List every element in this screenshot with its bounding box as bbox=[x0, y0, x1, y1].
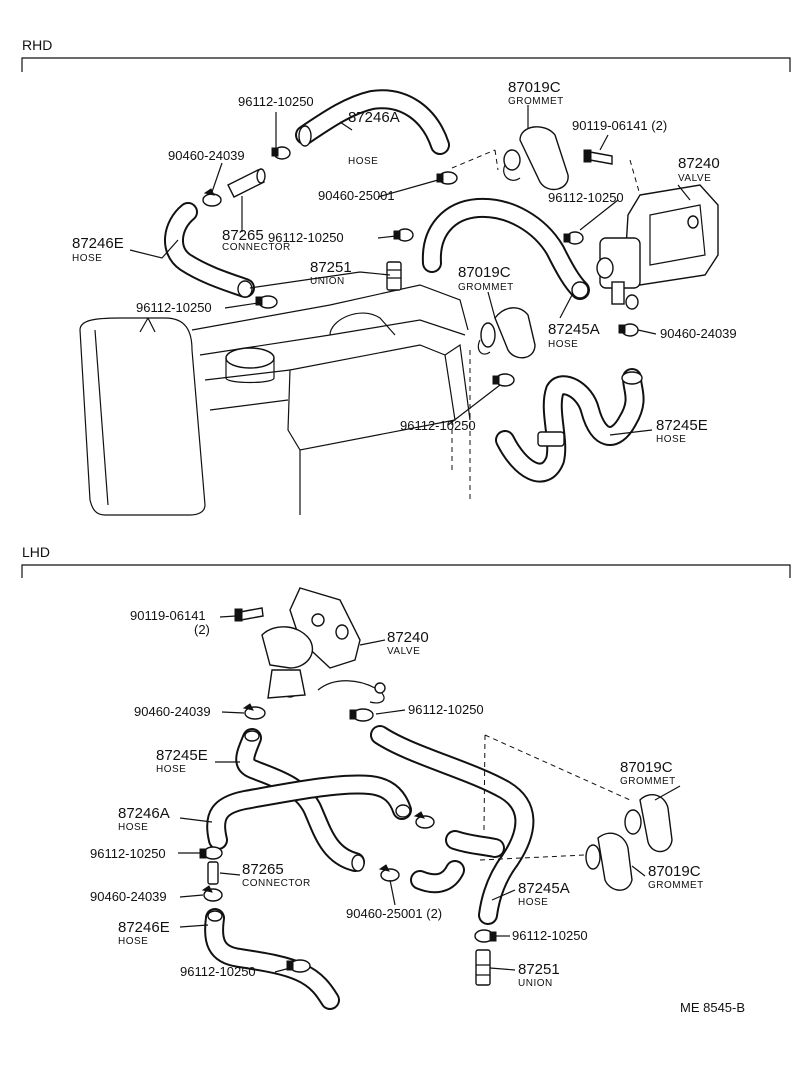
lhd-label-grommet-bot-num: 87019C bbox=[648, 863, 701, 880]
lhd-label-bolt: 90119-06141 bbox=[130, 608, 206, 623]
rhd-label-clamp-mid: 96112-10250 bbox=[268, 230, 344, 245]
lhd-label-87246a-name: HOSE bbox=[118, 822, 148, 833]
lhd-label-clamp-90460-25001: 90460-25001 (2) bbox=[346, 906, 442, 921]
rhd-clamp-96112-top bbox=[271, 146, 291, 160]
rhd-label-grommet-mid-num: 87019C bbox=[458, 264, 511, 281]
lhd-label-87245a-name: HOSE bbox=[518, 897, 548, 908]
lhd-leader-lines bbox=[178, 615, 681, 973]
rhd-label-clamp-valve-right: 90460-24039 bbox=[660, 326, 737, 341]
lhd-label-clamp-96112-top: 96112-10250 bbox=[408, 702, 484, 717]
rhd-grommet-mid bbox=[477, 307, 536, 359]
lhd-hose-87246a bbox=[206, 774, 412, 850]
rhd-hose-87246e bbox=[164, 202, 255, 298]
lhd-hose-87246e bbox=[204, 908, 340, 1010]
rhd-clamp-90460-24039 bbox=[202, 188, 222, 207]
lhd-clamp-96112-mid bbox=[199, 846, 223, 860]
lhd-label-87245a-num: 87245A bbox=[518, 880, 570, 897]
lhd-label-union-name: UNION bbox=[518, 978, 553, 989]
rhd-hose-87245a bbox=[421, 197, 590, 300]
rhd-label-clamp-90460-25001: 90460-25001 bbox=[318, 188, 395, 203]
rhd-label-87245a-num: 87245A bbox=[548, 321, 600, 338]
lhd-valve-87240 bbox=[261, 587, 386, 704]
rhd-label-bolt: 90119-06141 (2) bbox=[572, 118, 667, 133]
rhd-clamp-96112-bottom bbox=[492, 373, 515, 387]
lhd-section-title: LHD bbox=[22, 544, 50, 560]
lhd-section-bracket bbox=[21, 564, 791, 578]
rhd-label-clamp-valve: 96112-10250 bbox=[548, 190, 624, 205]
rhd-label-connector-num: 87265 bbox=[222, 227, 264, 244]
rhd-label-grommet-mid-name: GROMMET bbox=[458, 282, 514, 293]
rhd-label-union-name: UNION bbox=[310, 276, 345, 287]
lhd-label-87245e-name: HOSE bbox=[156, 764, 186, 775]
lhd-label-connector-num: 87265 bbox=[242, 861, 284, 878]
engine-block-illustration bbox=[79, 284, 471, 516]
rhd-label-clamp-bottom: 96112-10250 bbox=[400, 418, 476, 433]
rhd-union-87251 bbox=[386, 261, 402, 291]
lhd-bolt-90119 bbox=[234, 607, 264, 622]
rhd-hose-87245e bbox=[495, 368, 645, 483]
rhd-label-87246e-name: HOSE bbox=[72, 253, 102, 264]
rhd-connector-87265 bbox=[227, 168, 266, 198]
rhd-section-title: RHD bbox=[22, 37, 52, 53]
lhd-label-valve-name: VALVE bbox=[387, 646, 420, 657]
lhd-label-clamp-96112-bot: 96112-10250 bbox=[180, 964, 256, 979]
lhd-label-valve-num: 87240 bbox=[387, 629, 429, 646]
lhd-label-grommet-top-name: GROMMET bbox=[620, 776, 676, 787]
lhd-label-87245e-num: 87245E bbox=[156, 747, 208, 764]
lhd-clamp-90460-25001 bbox=[378, 811, 435, 882]
rhd-bolt-90119 bbox=[583, 149, 613, 165]
rhd-label-clamp-90460-24039: 90460-24039 bbox=[168, 148, 245, 163]
rhd-label-87245e-num: 87245E bbox=[656, 417, 708, 434]
lhd-label-87246e-num: 87246E bbox=[118, 919, 170, 936]
lhd-label-bolt-qty: (2) bbox=[194, 622, 210, 637]
rhd-label-87246a-num: 87246A bbox=[348, 109, 400, 126]
lhd-label-87246e-name: HOSE bbox=[118, 936, 148, 947]
lhd-clamp-96112-bot bbox=[474, 929, 497, 943]
lhd-label-grommet-bot-name: GROMMET bbox=[648, 880, 704, 891]
rhd-leader-lines bbox=[129, 105, 691, 500]
rhd-label-87246e-num: 87246E bbox=[72, 235, 124, 252]
lhd-clamp-90460-24039-bot bbox=[201, 885, 223, 902]
rhd-label-grommet-top-num: 87019C bbox=[508, 79, 561, 96]
rhd-clamp-valve bbox=[563, 231, 584, 245]
lhd-label-87246a-num: 87246A bbox=[118, 805, 170, 822]
rhd-label-87245e-name: HOSE bbox=[656, 434, 686, 445]
rhd-clamp-90460-25001 bbox=[436, 171, 458, 185]
lhd-union-87251 bbox=[475, 949, 491, 986]
rhd-section-bracket bbox=[21, 57, 791, 72]
rhd-label-clamp-left: 96112-10250 bbox=[136, 300, 212, 315]
rhd-label-valve-num: 87240 bbox=[678, 155, 720, 172]
lhd-clamp-96112-right bbox=[286, 959, 311, 973]
lhd-label-clamp-90460-24039-top: 90460-24039 bbox=[134, 704, 211, 719]
lhd-clamp-90460-24039-top bbox=[242, 703, 266, 720]
lhd-grommet-bot bbox=[585, 832, 633, 891]
rhd-label-clamp-top: 96112-10250 bbox=[238, 94, 314, 109]
rhd-clamp-valve-right bbox=[618, 323, 639, 337]
lhd-label-grommet-top-num: 87019C bbox=[620, 759, 673, 776]
lhd-connector-87265 bbox=[207, 861, 219, 885]
rhd-label-union-num: 87251 bbox=[310, 259, 352, 276]
lhd-label-clamp-90460-24039-bot: 90460-24039 bbox=[90, 889, 167, 904]
lhd-label-union-num: 87251 bbox=[518, 961, 560, 978]
lhd-label-connector-name: CONNECTOR bbox=[242, 878, 311, 889]
rhd-clamp-96112-left bbox=[255, 295, 278, 309]
lhd-clamp-96112-top bbox=[349, 708, 374, 722]
rhd-hose-87246a bbox=[295, 89, 450, 155]
rhd-valve-87240 bbox=[596, 184, 719, 310]
rhd-clamp-96112-mid bbox=[393, 228, 414, 242]
rhd-label-connector-name: CONNECTOR bbox=[222, 242, 291, 253]
rhd-label-87245a-name: HOSE bbox=[548, 339, 578, 350]
rhd-label-valve-name: VALVE bbox=[678, 173, 711, 184]
lhd-label-clamp-96112-right: 96112-10250 bbox=[512, 928, 588, 943]
rhd-label-87246a-name: HOSE bbox=[348, 156, 378, 167]
diagram-reference-code: ME 8545-B bbox=[680, 1000, 745, 1015]
rhd-label-grommet-top-name: GROMMET bbox=[508, 96, 564, 107]
rhd-grommet-top bbox=[503, 126, 569, 191]
lhd-hose-87245a bbox=[370, 725, 535, 925]
lhd-grommet-top bbox=[624, 794, 673, 853]
lhd-label-clamp-96112-mid: 96112-10250 bbox=[90, 846, 166, 861]
